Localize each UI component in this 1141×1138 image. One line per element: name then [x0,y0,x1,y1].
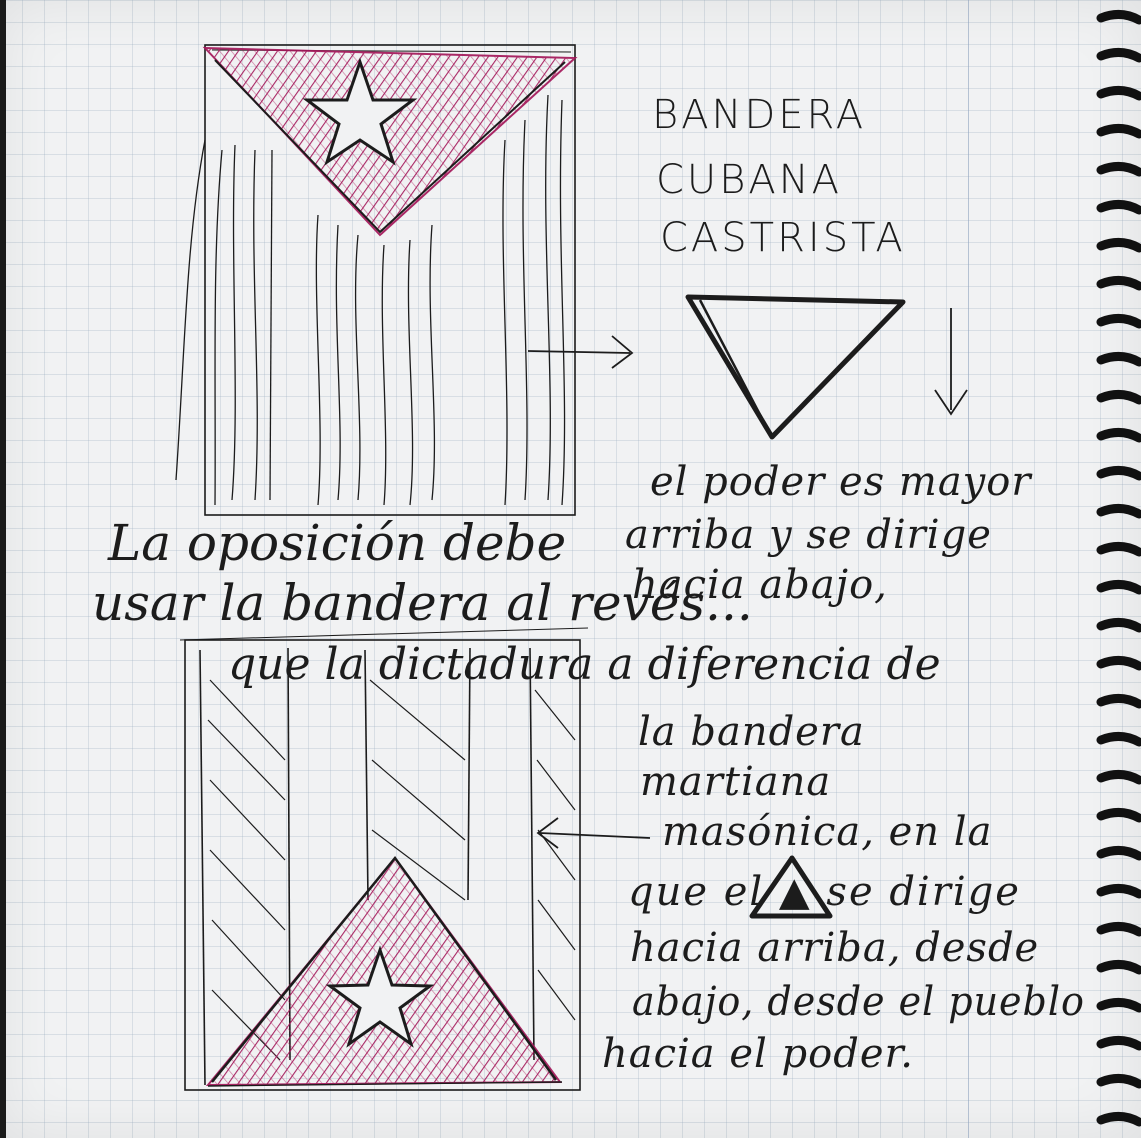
inverted-flag-sketch [176,45,632,515]
note-line: abajo, desde el pueblo [632,982,1085,1022]
title-line: CASTRISTA [660,218,906,258]
note-line: la bandera [638,712,865,752]
note-line: hacia arriba, desde [630,928,1039,968]
down-arrow-icon [935,308,967,414]
note-line: hacia el poder. [602,1034,914,1074]
title-line: BANDERA [652,95,866,135]
note-line: el poder es mayor [650,462,1031,502]
phrase-line: La oposición debe [108,518,566,568]
phrase-line: usar la bandera al revés... [92,578,753,628]
note-line: martiana [640,762,831,802]
note-line: arriba y se dirige [625,515,992,555]
note-line: masónica, en la [662,812,992,852]
note-line: que el ▲ se dirige [628,872,1021,912]
down-triangle-icon [688,297,903,437]
upright-flag-sketch [180,628,650,1090]
title-line: CUBANA [656,160,842,200]
note-line: que la dictadura a diferencia de [228,643,941,687]
